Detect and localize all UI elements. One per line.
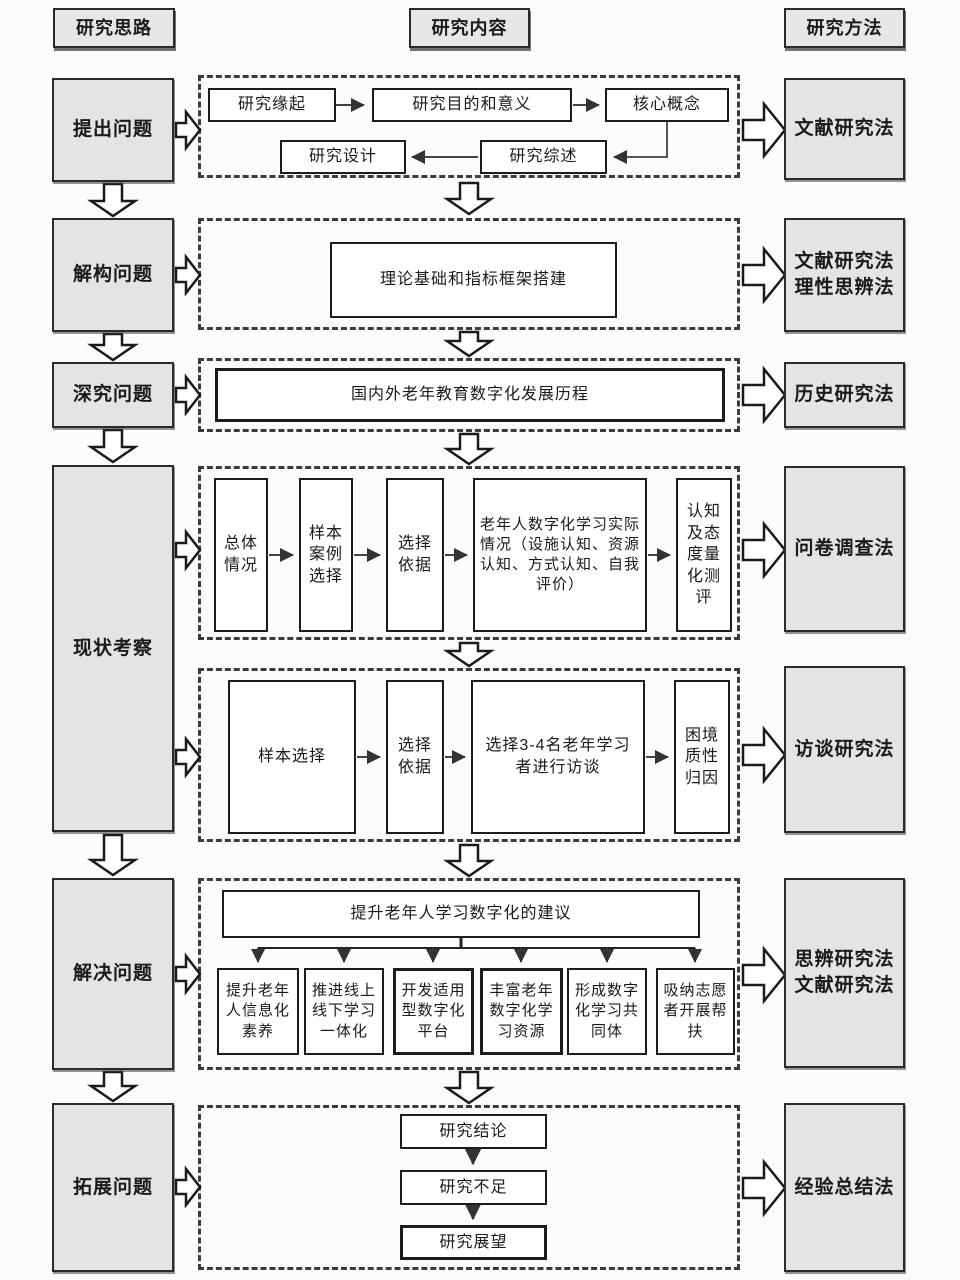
node-suggestion-digital-platform: 开发适用型数字化平台 <box>393 968 474 1055</box>
node-interview-learners: 选择3-4名老年学习者进行访谈 <box>471 680 645 834</box>
node-suggestion-learning-resources: 丰富老年数字化学习资源 <box>480 968 563 1055</box>
node-theory-framework: 理论基础和指标框架搭建 <box>330 242 617 318</box>
node-research-origin: 研究缘起 <box>208 88 336 122</box>
node-suggestion-volunteer-help: 吸纳志愿者开展帮扶 <box>656 968 735 1055</box>
header-research-thinking: 研究思路 <box>53 8 175 48</box>
dashed-container-row4a <box>198 466 740 640</box>
stage-box-probe-question: 深究问题 <box>52 362 174 428</box>
node-research-purpose: 研究目的和意义 <box>372 88 572 122</box>
node-suggestion-learning-community: 形成数字化学习共同体 <box>567 968 647 1055</box>
node-suggestion-online-offline: 推进线上线下学习一体化 <box>304 968 384 1055</box>
node-development-history: 国内外老年教育数字化发展历程 <box>215 368 725 422</box>
content-down-arrows <box>442 181 496 1105</box>
node-selection-basis-a: 选择依据 <box>386 478 444 632</box>
method-box-questionnaire: 问卷调查法 <box>784 466 905 632</box>
node-dilemma-attribution: 困境质性归因 <box>674 680 730 834</box>
stage-box-solve-question: 解决问题 <box>52 878 174 1070</box>
node-cognition-attitude-assessment: 认知及态度量化测评 <box>676 478 732 632</box>
dashed-container-row1 <box>198 75 740 178</box>
method-box-literature: 文献研究法 <box>784 78 905 180</box>
stage-to-content-arrows <box>174 108 202 1209</box>
node-core-concept: 核心概念 <box>605 88 729 122</box>
node-overall-situation: 总体情况 <box>214 478 268 632</box>
node-sample-selection: 样本选择 <box>228 680 356 834</box>
header-research-content: 研究内容 <box>409 8 530 48</box>
stage-box-status-survey: 现状考察 <box>52 465 174 832</box>
node-suggestion-title: 提升老年人学习数字化的建议 <box>222 890 700 938</box>
stage-box-deconstruct-question: 解构问题 <box>52 218 174 332</box>
header-research-method: 研究方法 <box>784 8 905 48</box>
node-research-conclusion: 研究结论 <box>400 1114 547 1149</box>
node-research-review: 研究综述 <box>480 140 607 174</box>
method-box-literature-rational: 文献研究法 理性思辨法 <box>784 218 905 332</box>
node-research-limitation: 研究不足 <box>400 1170 547 1205</box>
method-box-historical: 历史研究法 <box>784 362 905 428</box>
node-suggestion-info-literacy: 提升老年人信息化素养 <box>217 968 299 1055</box>
method-box-interview: 访谈研究法 <box>784 666 905 833</box>
node-sample-case-selection: 样本案例选择 <box>299 478 353 632</box>
node-research-prospect: 研究展望 <box>400 1225 547 1260</box>
stage-box-raise-question: 提出问题 <box>52 78 174 182</box>
node-research-design: 研究设计 <box>280 140 406 174</box>
method-box-experience-summary: 经验总结法 <box>784 1103 905 1272</box>
stage-down-arrows <box>86 182 140 1103</box>
content-to-method-arrows <box>741 100 787 1218</box>
node-selection-basis-b: 选择依据 <box>386 680 444 834</box>
method-box-speculative-literature: 思辨研究法 文献研究法 <box>784 878 905 1068</box>
stage-box-extend-question: 拓展问题 <box>52 1103 174 1272</box>
node-digital-learning-actuality: 老年人数字化学习实际情况（设施认知、资源认知、方式认知、自我评价） <box>473 478 647 632</box>
